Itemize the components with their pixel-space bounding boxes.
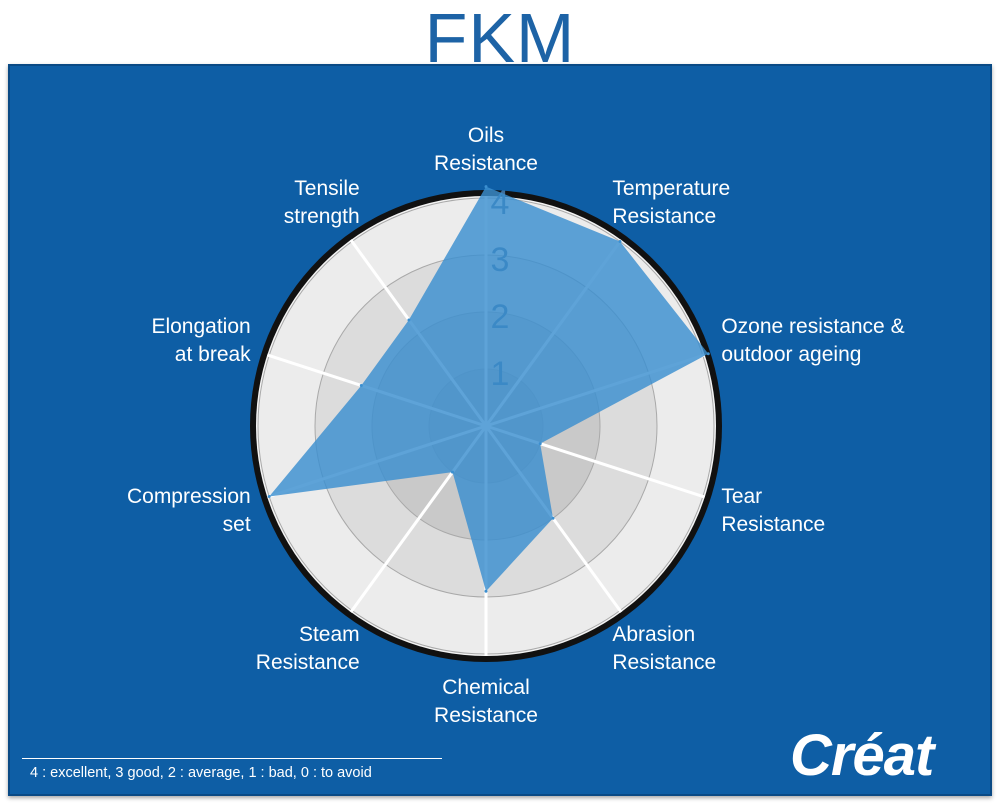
data-point xyxy=(551,516,555,520)
rating-legend: 4 : excellent, 3 good, 2 : average, 1 : … xyxy=(30,765,372,781)
data-point xyxy=(484,589,488,593)
data-point xyxy=(706,352,710,356)
data-point xyxy=(407,318,411,322)
data-polygon xyxy=(269,186,709,592)
data-point xyxy=(484,185,488,189)
data-point xyxy=(450,470,454,474)
legend-divider xyxy=(22,758,442,759)
creat-logo: Créat xyxy=(790,723,934,788)
data-point xyxy=(267,494,271,498)
data-point xyxy=(359,383,363,387)
data-point xyxy=(618,240,622,244)
data-point xyxy=(538,442,542,446)
